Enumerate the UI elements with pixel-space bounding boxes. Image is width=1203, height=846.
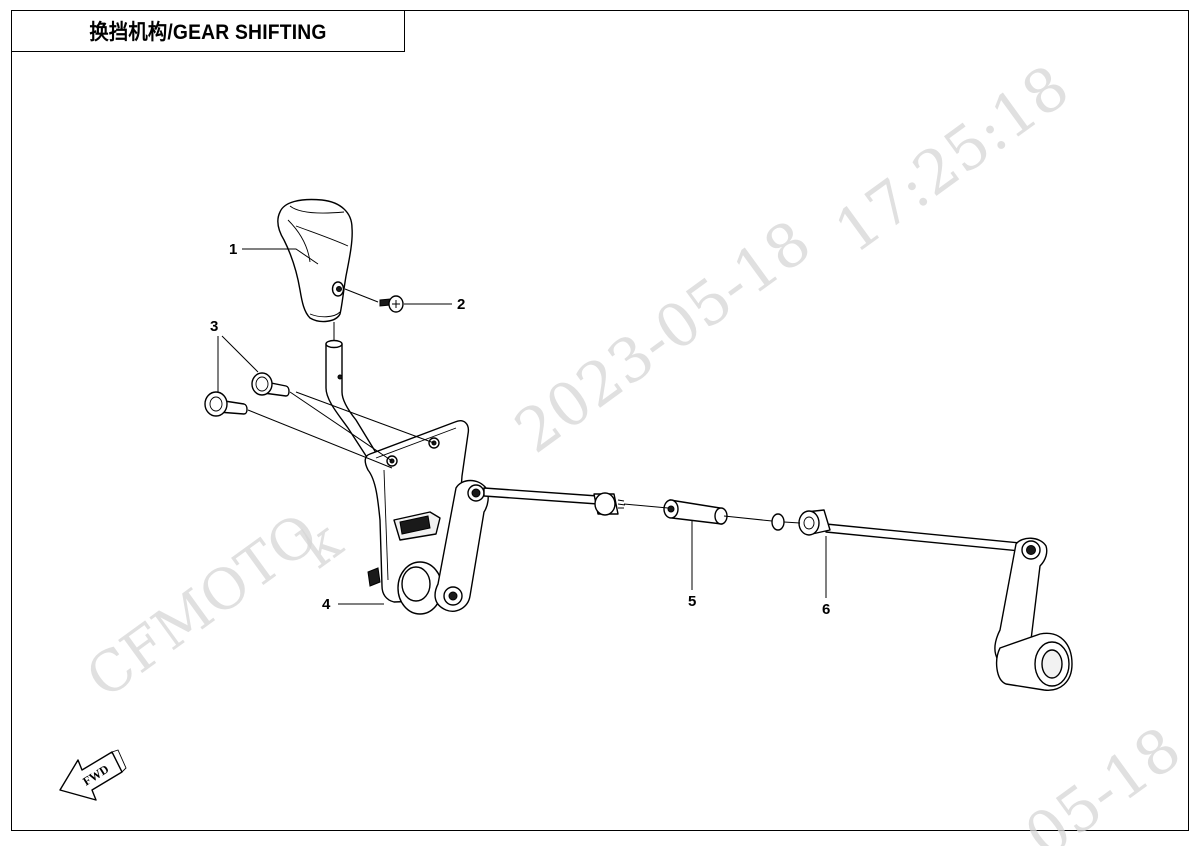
fwd-arrow-icon: FWD [59, 749, 127, 801]
shift-linkage-rod [483, 487, 626, 516]
adjuster-nut-rod [798, 509, 1031, 553]
callout-5: 5 [688, 593, 696, 610]
knob-screw [379, 295, 404, 313]
shift-lever-rod [325, 339, 379, 463]
watermark-time: 17:25:18 [823, 52, 1082, 267]
callout-4: 4 [322, 596, 331, 613]
drawing-frame [11, 10, 1189, 831]
watermark: 2023-05-18 17:25:18 CFMOTO k 05-18 [75, 52, 1194, 846]
rod-connector [663, 499, 728, 525]
callout-2: 2 [457, 296, 465, 313]
shift-knob [277, 198, 353, 323]
watermark-date-fragment: 05-18 [1013, 714, 1194, 846]
washer [771, 513, 785, 531]
page-title: 换挡机构/GEAR SHIFTING [89, 21, 327, 44]
callouts: 1 2 3 4 5 6 [210, 241, 830, 618]
flange-bolts [204, 372, 290, 417]
gearbox-shift-arm [994, 537, 1073, 691]
callout-6: 6 [822, 601, 830, 618]
shift-bracket [364, 420, 489, 615]
title-box: 换挡机构/GEAR SHIFTING [11, 10, 405, 52]
assembly-lines [247, 288, 801, 524]
callout-1: 1 [229, 241, 237, 258]
watermark-date: 2023-05-18 [503, 207, 824, 467]
callout-3: 3 [210, 318, 218, 335]
leader-lines [217, 248, 827, 605]
